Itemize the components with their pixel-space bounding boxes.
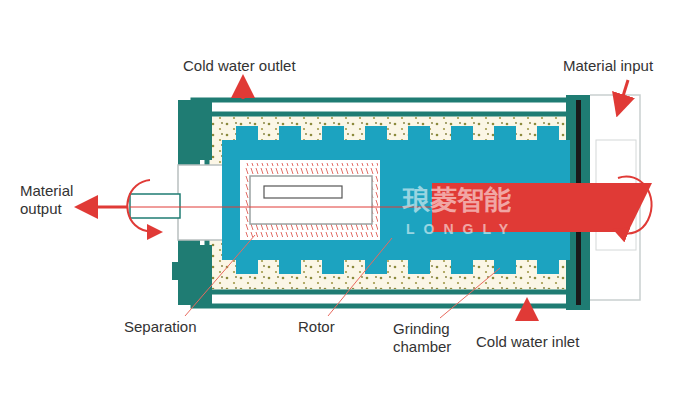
part-label: Material input bbox=[563, 57, 653, 75]
watermark: LONGLY bbox=[406, 221, 517, 237]
part-label: Separation bbox=[124, 318, 197, 336]
part-label: Grinding chamber bbox=[393, 320, 473, 356]
part-label: Cold water inlet bbox=[476, 333, 579, 351]
part-label: Material output bbox=[20, 182, 90, 218]
part-label: Cold water outlet bbox=[183, 57, 296, 75]
watermark: 琅菱智能 bbox=[403, 186, 511, 215]
part-label: Rotor bbox=[298, 318, 335, 336]
